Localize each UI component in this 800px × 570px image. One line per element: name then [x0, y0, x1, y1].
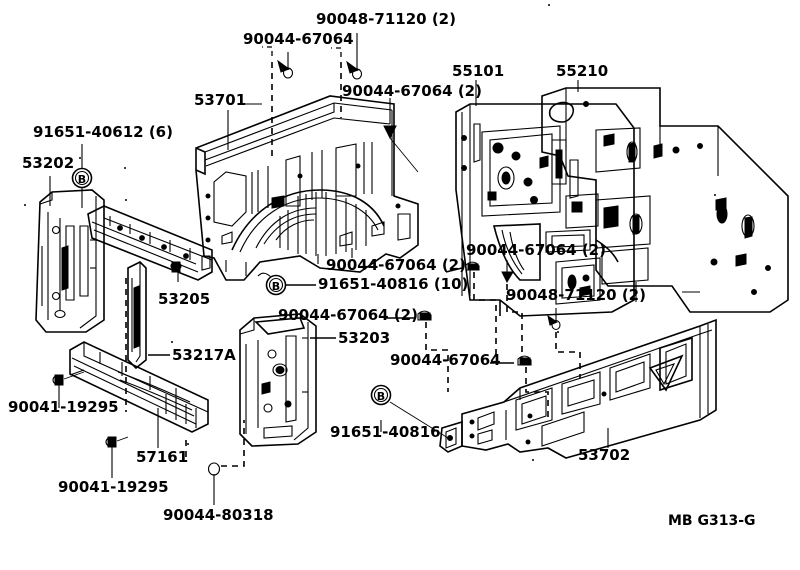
part-53205-shape	[87, 205, 213, 281]
svg-text:B: B	[272, 280, 280, 293]
callout-90044-67064-top2: 90044-67064 (2)	[342, 82, 482, 100]
footer-code: MB G313-G	[668, 513, 756, 529]
callout-90044-67064-mid: 90044-67064 (2)	[326, 256, 466, 274]
callout-53702: 53702	[578, 446, 631, 464]
part-55210-shape	[541, 87, 789, 313]
callout-57161: 57161	[136, 448, 189, 466]
part-53701-shape	[195, 95, 419, 281]
callout-91651-40816: 91651-40816	[330, 423, 441, 441]
callout-53202: 53202	[22, 154, 75, 172]
scan-specks	[24, 4, 716, 461]
part-53702-shape	[439, 318, 717, 459]
callout-90044-67064-top: 90044-67064	[243, 30, 354, 48]
part-53203-shape	[239, 313, 317, 447]
leader-lines	[49, 33, 637, 505]
callout-55101: 55101	[452, 62, 505, 80]
callout-90048-71120-top: 90048-71120 (2)	[316, 10, 456, 28]
callout-90048-71120-right: 90048-71120 (2)	[506, 286, 646, 304]
part-55101-shape	[455, 103, 635, 317]
marker-group: B B B	[71, 167, 392, 406]
callout-91651-40612: 91651-40612 (6)	[33, 123, 173, 141]
callout-90041-19295-lower: 90041-19295	[58, 478, 169, 496]
callout-53217A: 53217A	[172, 346, 236, 364]
marker-b-3: B	[370, 384, 392, 406]
callout-90044-67084: 90044-67064	[390, 351, 501, 369]
part-53202-shape	[35, 189, 105, 333]
callout-55210: 55210	[556, 62, 609, 80]
callout-91651-40816-10: 91651-40816 (10)	[318, 275, 469, 293]
callout-53203: 53203	[338, 329, 391, 347]
svg-text:B: B	[377, 390, 385, 403]
callout-90044-67064-lower: 90044-67064 (2)	[278, 306, 418, 324]
svg-text:B: B	[78, 173, 86, 186]
callout-90041-19295-upper: 90041-19295	[8, 398, 119, 416]
marker-b-1: B	[71, 167, 93, 189]
part-53217A-shape	[127, 261, 147, 370]
callout-53701: 53701	[194, 91, 247, 109]
callout-53205: 53205	[158, 290, 211, 308]
marker-b-2: B	[265, 274, 287, 296]
callout-90044-67064-right: 90044-67064 (2)	[466, 241, 606, 259]
callout-90044-80318: 90044-80318	[163, 506, 274, 524]
